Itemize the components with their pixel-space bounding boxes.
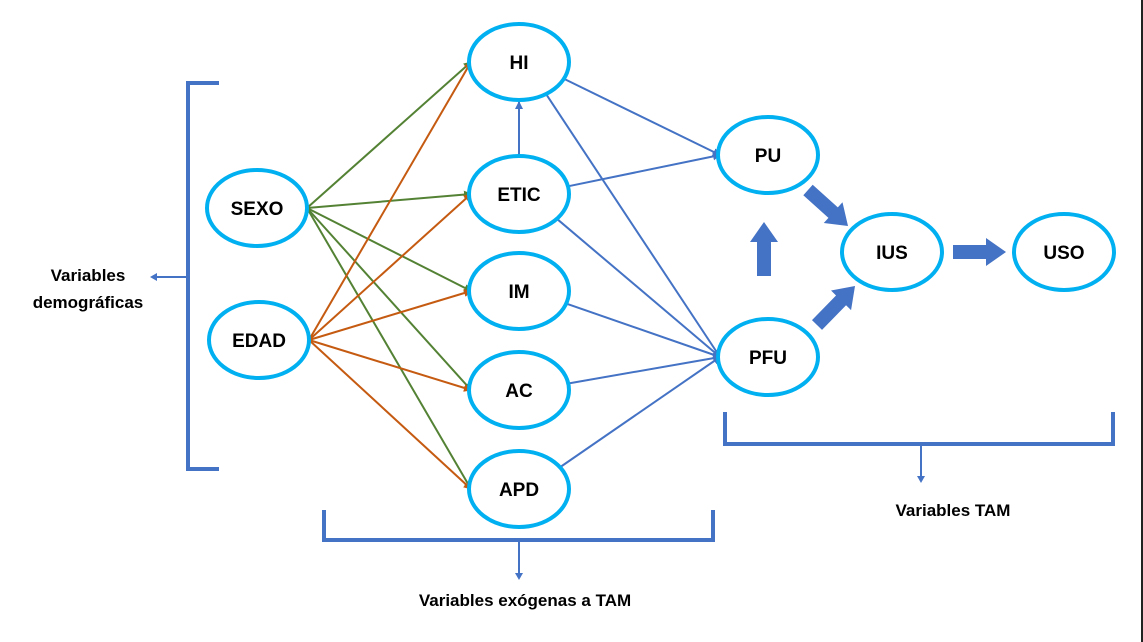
edge-edad-etic [308,193,472,341]
thick-arrow-ius-uso [953,238,1006,266]
edge-etic-pfu [556,218,721,358]
node-ellipse [467,251,571,331]
node-uso: USO [1012,212,1116,292]
node-apd: APD [467,449,571,529]
node-ac: AC [467,350,571,430]
node-label: EDAD [232,331,286,352]
node-sexo: SEXO [205,168,309,248]
node-label: USO [1043,243,1084,264]
node-label: HI [510,53,529,74]
edge-sexo-ac [306,207,472,391]
edge-sexo-hi [306,61,472,209]
node-ellipse [467,22,571,102]
edges [306,61,721,490]
node-ellipse [205,168,309,248]
demograficas-label-line2: demográficas [33,293,144,312]
node-label: APD [499,480,539,501]
thick-arrow-pu-ius [803,184,848,226]
node-pu: PU [716,115,820,195]
edge-ac-pfu [568,354,721,385]
node-label: IM [508,282,529,303]
node-pfu: PFU [716,317,820,397]
node-label: PFU [749,348,787,369]
edge-sexo-im [306,207,472,292]
node-label: AC [505,381,533,402]
node-etic: ETIC [467,154,571,234]
edge-edad-im [308,289,472,341]
edge-edad-hi [308,61,472,341]
edge-hi-pfu [545,93,721,358]
node-im: IM [467,251,571,331]
node-label: IUS [876,243,908,264]
edge-hi-pu [563,77,721,156]
demograficas-bracket [150,81,219,471]
node-ellipse [840,212,944,292]
node-label: ETIC [497,185,541,206]
edge-im-pfu [565,302,721,359]
thick-arrow-pfu-ius [811,286,855,330]
exogenas-bracket [322,510,715,580]
node-ius: IUS [840,212,944,292]
node-hi: HI [467,22,571,102]
edge-etic-pu [567,152,721,188]
thick-arrow-pfu-pu [750,222,778,276]
node-edad: EDAD [207,300,311,380]
tam-label: Variables TAM [896,501,1011,520]
node-ellipse [716,317,820,397]
edge-apd-pfu [559,356,721,469]
exogenas-label: Variables exógenas a TAM [419,591,631,610]
demograficas-label-line1: Variables [51,266,126,285]
node-ellipse [467,350,571,430]
node-ellipse [1012,212,1116,292]
node-label: PU [755,146,781,167]
edge-sexo-apd [306,207,472,490]
edge-edad-apd [308,339,472,490]
node-ellipse [467,154,571,234]
node-ellipse [716,115,820,195]
thick-arrows [750,184,1006,330]
nodes: SEXO EDAD HI ETIC IM AC APD PU PFU IUS USO [205,22,1116,529]
node-ellipse [467,449,571,529]
node-label: SEXO [231,199,284,220]
node-ellipse [207,300,311,380]
tam-bracket [723,412,1115,483]
edge-edad-ac [308,339,472,392]
